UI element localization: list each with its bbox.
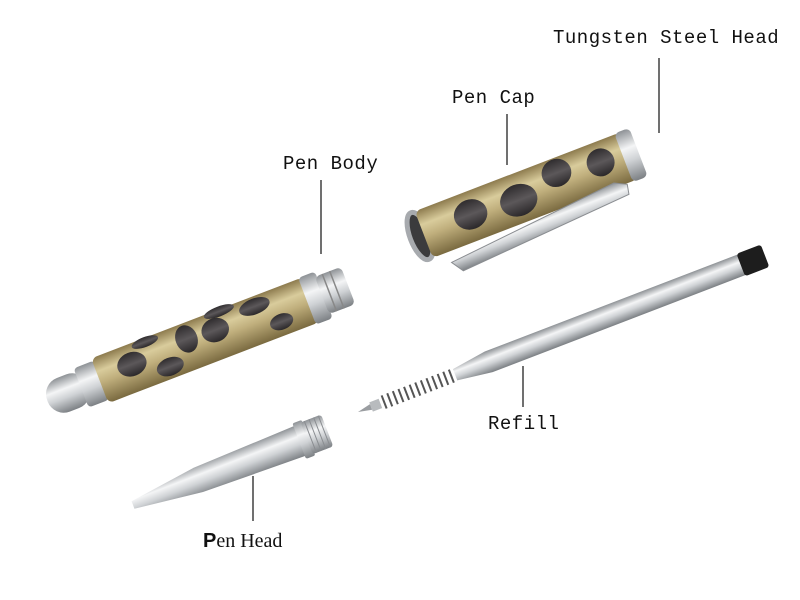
label-refill: Refill <box>488 413 560 435</box>
label-pen-head-rest: en Head <box>216 530 283 552</box>
label-pen-head-initial: P <box>203 530 217 552</box>
pen-cap <box>404 129 647 272</box>
label-pen-body: Pen Body <box>283 153 379 175</box>
refill <box>358 245 769 412</box>
label-pen-cap: Pen Cap <box>452 87 536 109</box>
leader-lines <box>252 58 660 521</box>
label-tungsten-steel-head: Tungsten Steel Head <box>553 27 780 49</box>
pen-body <box>45 268 354 413</box>
pen-head <box>131 415 333 509</box>
label-pen-head: Pen Head <box>203 530 282 553</box>
